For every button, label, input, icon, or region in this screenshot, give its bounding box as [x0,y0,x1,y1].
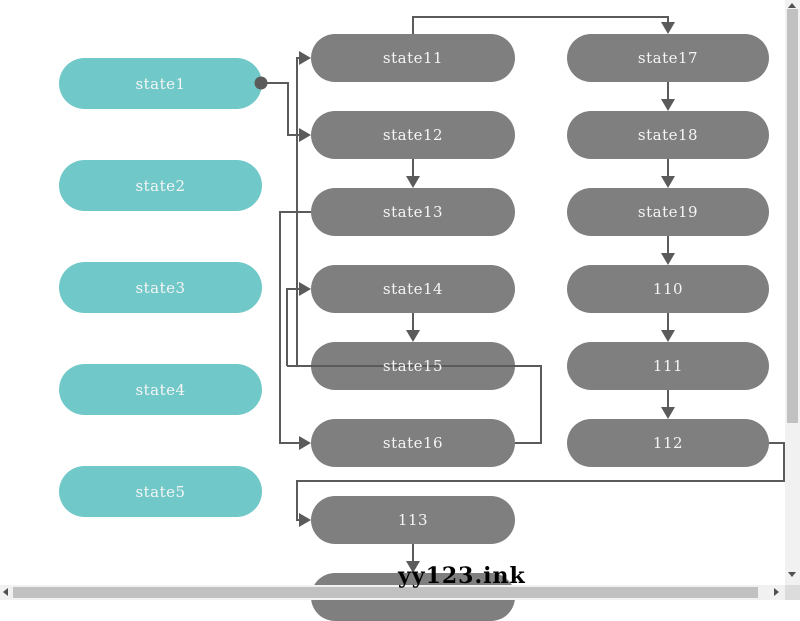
node-state4[interactable] [59,364,262,415]
arrowhead-icon [661,253,675,265]
vertical-scrollbar[interactable] [785,0,800,585]
node-state14[interactable] [311,265,515,313]
arrowhead-icon [299,282,311,296]
node-state3[interactable] [59,262,262,313]
scroll-right-icon[interactable] [774,588,779,596]
node-label: 113 [397,511,429,529]
connector-loop-to-state14[interactable] [286,288,299,366]
node-label: state14 [382,280,444,298]
node-state12[interactable] [311,111,515,159]
node-state17[interactable] [567,34,769,82]
node-label: state18 [637,126,699,144]
node-node-110[interactable] [567,265,769,313]
node-state13[interactable] [311,188,515,236]
connector-state1-to-state12[interactable] [267,82,299,136]
horizontal-scrollbar[interactable] [0,585,785,600]
connector-state11-to-state17[interactable] [412,16,669,34]
arrowhead-icon [661,330,675,342]
node-label: state16 [382,434,444,452]
arrowhead-icon [661,407,675,419]
node-label: 110 [652,280,684,298]
connector-loop-to-state11[interactable] [296,57,299,366]
node-label: state17 [637,49,699,67]
arrowhead-icon [299,51,311,65]
arrowhead-icon [661,22,675,34]
node-label: state19 [637,203,699,221]
node-node-111[interactable] [567,342,769,390]
node-label: state15 [382,357,444,375]
arrowhead-icon [299,513,311,527]
horizontal-scrollbar-thumb[interactable] [13,587,758,598]
node-label: 111 [652,357,684,375]
scroll-down-icon[interactable] [788,572,796,577]
node-label: state3 [135,278,186,297]
arrowhead-icon [406,176,420,188]
arrowhead-icon [406,330,420,342]
node-label: 112 [652,434,684,452]
node-label: state11 [382,49,444,67]
node-label: state1 [135,74,186,93]
scroll-left-icon[interactable] [3,588,8,596]
connector-state13-to-state16[interactable] [279,211,311,444]
arrowhead-icon [299,128,311,142]
node-state2[interactable] [59,160,262,211]
node-state11[interactable] [311,34,515,82]
node-label: state5 [135,482,186,501]
arrowhead-icon [299,436,311,450]
arrowhead-icon [661,176,675,188]
scroll-up-icon[interactable] [788,3,796,8]
watermark: yy123.ink [398,563,526,589]
node-state5[interactable] [59,466,262,517]
vertical-scrollbar-thumb[interactable] [787,9,798,423]
scrollbar-corner [785,585,800,600]
node-state1[interactable] [59,58,262,109]
node-label: state12 [382,126,444,144]
node-state18[interactable] [567,111,769,159]
node-label: state13 [382,203,444,221]
node-label: state2 [135,176,186,195]
arrowhead-icon [661,99,675,111]
node-label: state4 [135,380,186,399]
node-state19[interactable] [567,188,769,236]
